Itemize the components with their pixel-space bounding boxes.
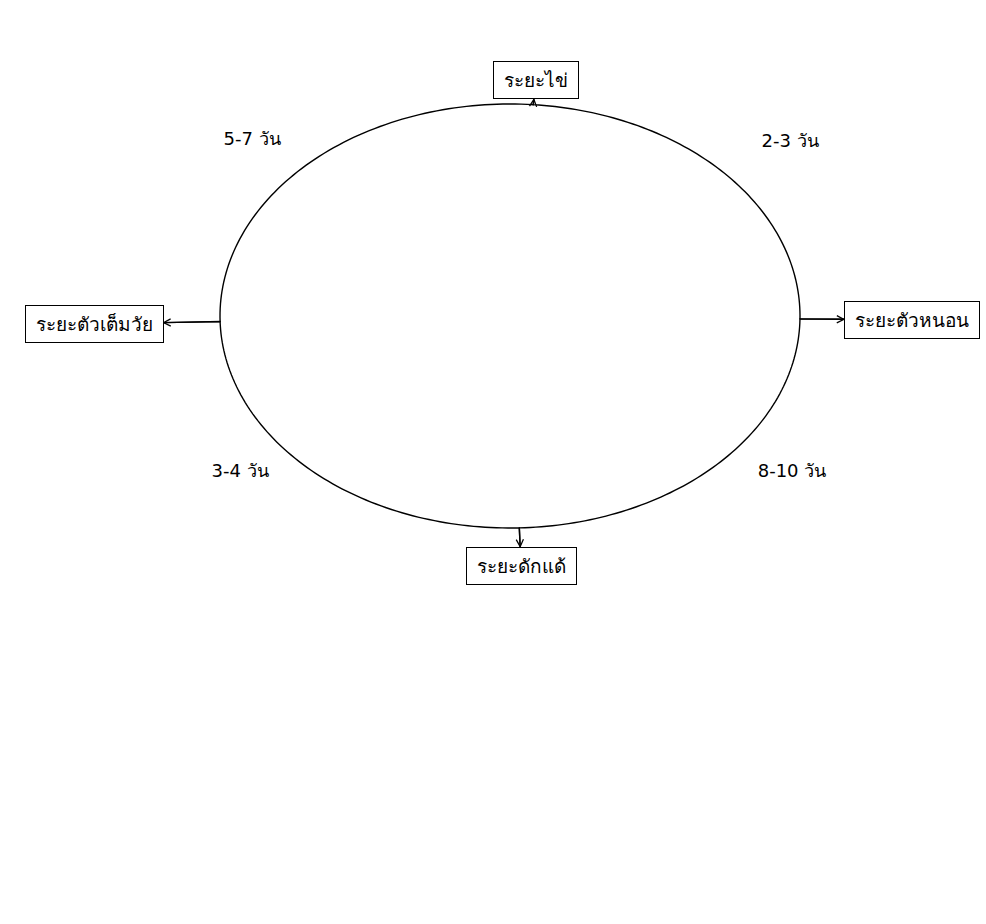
cycle-arrow [519, 319, 844, 547]
stage-box: ระยะดักแด้ [466, 547, 577, 586]
stage-name: ระยะตัวหนอน [855, 308, 969, 333]
duration-label: 8-10 วัน [755, 455, 830, 486]
stage-name: ระยะไข่ [504, 68, 568, 93]
stage-name: ระยะตัวเต็มวัย [36, 312, 153, 337]
stage-box: ระยะตัวเต็มวัย [25, 305, 164, 344]
stage-box: ระยะตัวหนอน [844, 301, 980, 340]
cycle-arrow [164, 99, 534, 322]
cycle-arrow [533, 99, 844, 319]
stage-box: ระยะไข่ [493, 61, 579, 100]
stage-name: ระยะดักแด้ [477, 554, 566, 579]
duration-label: 5-7 วัน [220, 123, 283, 154]
duration-label: 3-4 วัน [208, 455, 271, 486]
duration-label: 2-3 วัน [758, 125, 821, 156]
cycle-arrow [164, 322, 521, 547]
